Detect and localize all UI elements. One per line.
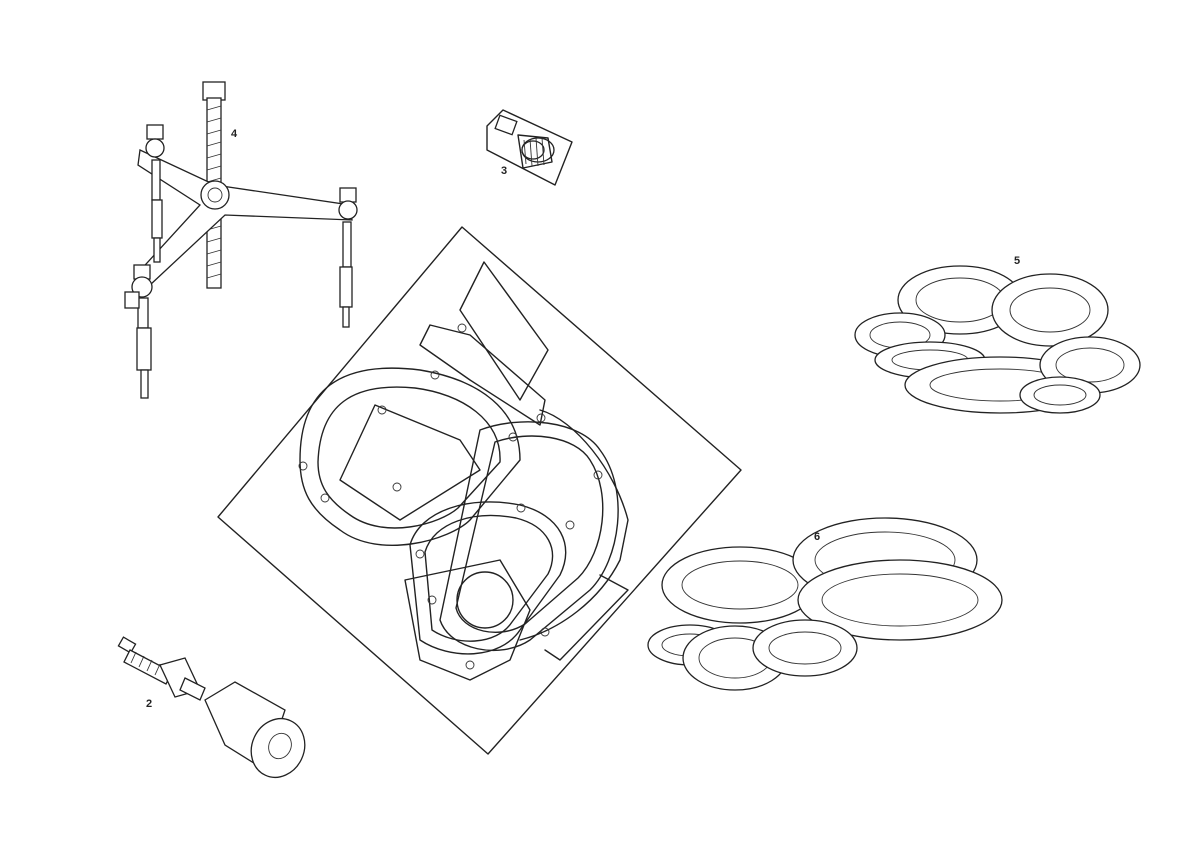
oil-seals-small	[854, 265, 1141, 414]
oil-seals-large	[647, 517, 1003, 691]
callout-item-2: 2	[146, 698, 153, 710]
callout-item-3: 3	[501, 165, 508, 177]
callout-item-5: 5	[1014, 255, 1021, 267]
socket-tool	[486, 109, 573, 186]
extractor-tool	[117, 636, 306, 778]
callout-item-4: 4	[231, 128, 238, 140]
callout-item-6: 6	[814, 531, 821, 543]
puller-tool	[124, 81, 358, 399]
gasket-kit	[217, 226, 742, 755]
